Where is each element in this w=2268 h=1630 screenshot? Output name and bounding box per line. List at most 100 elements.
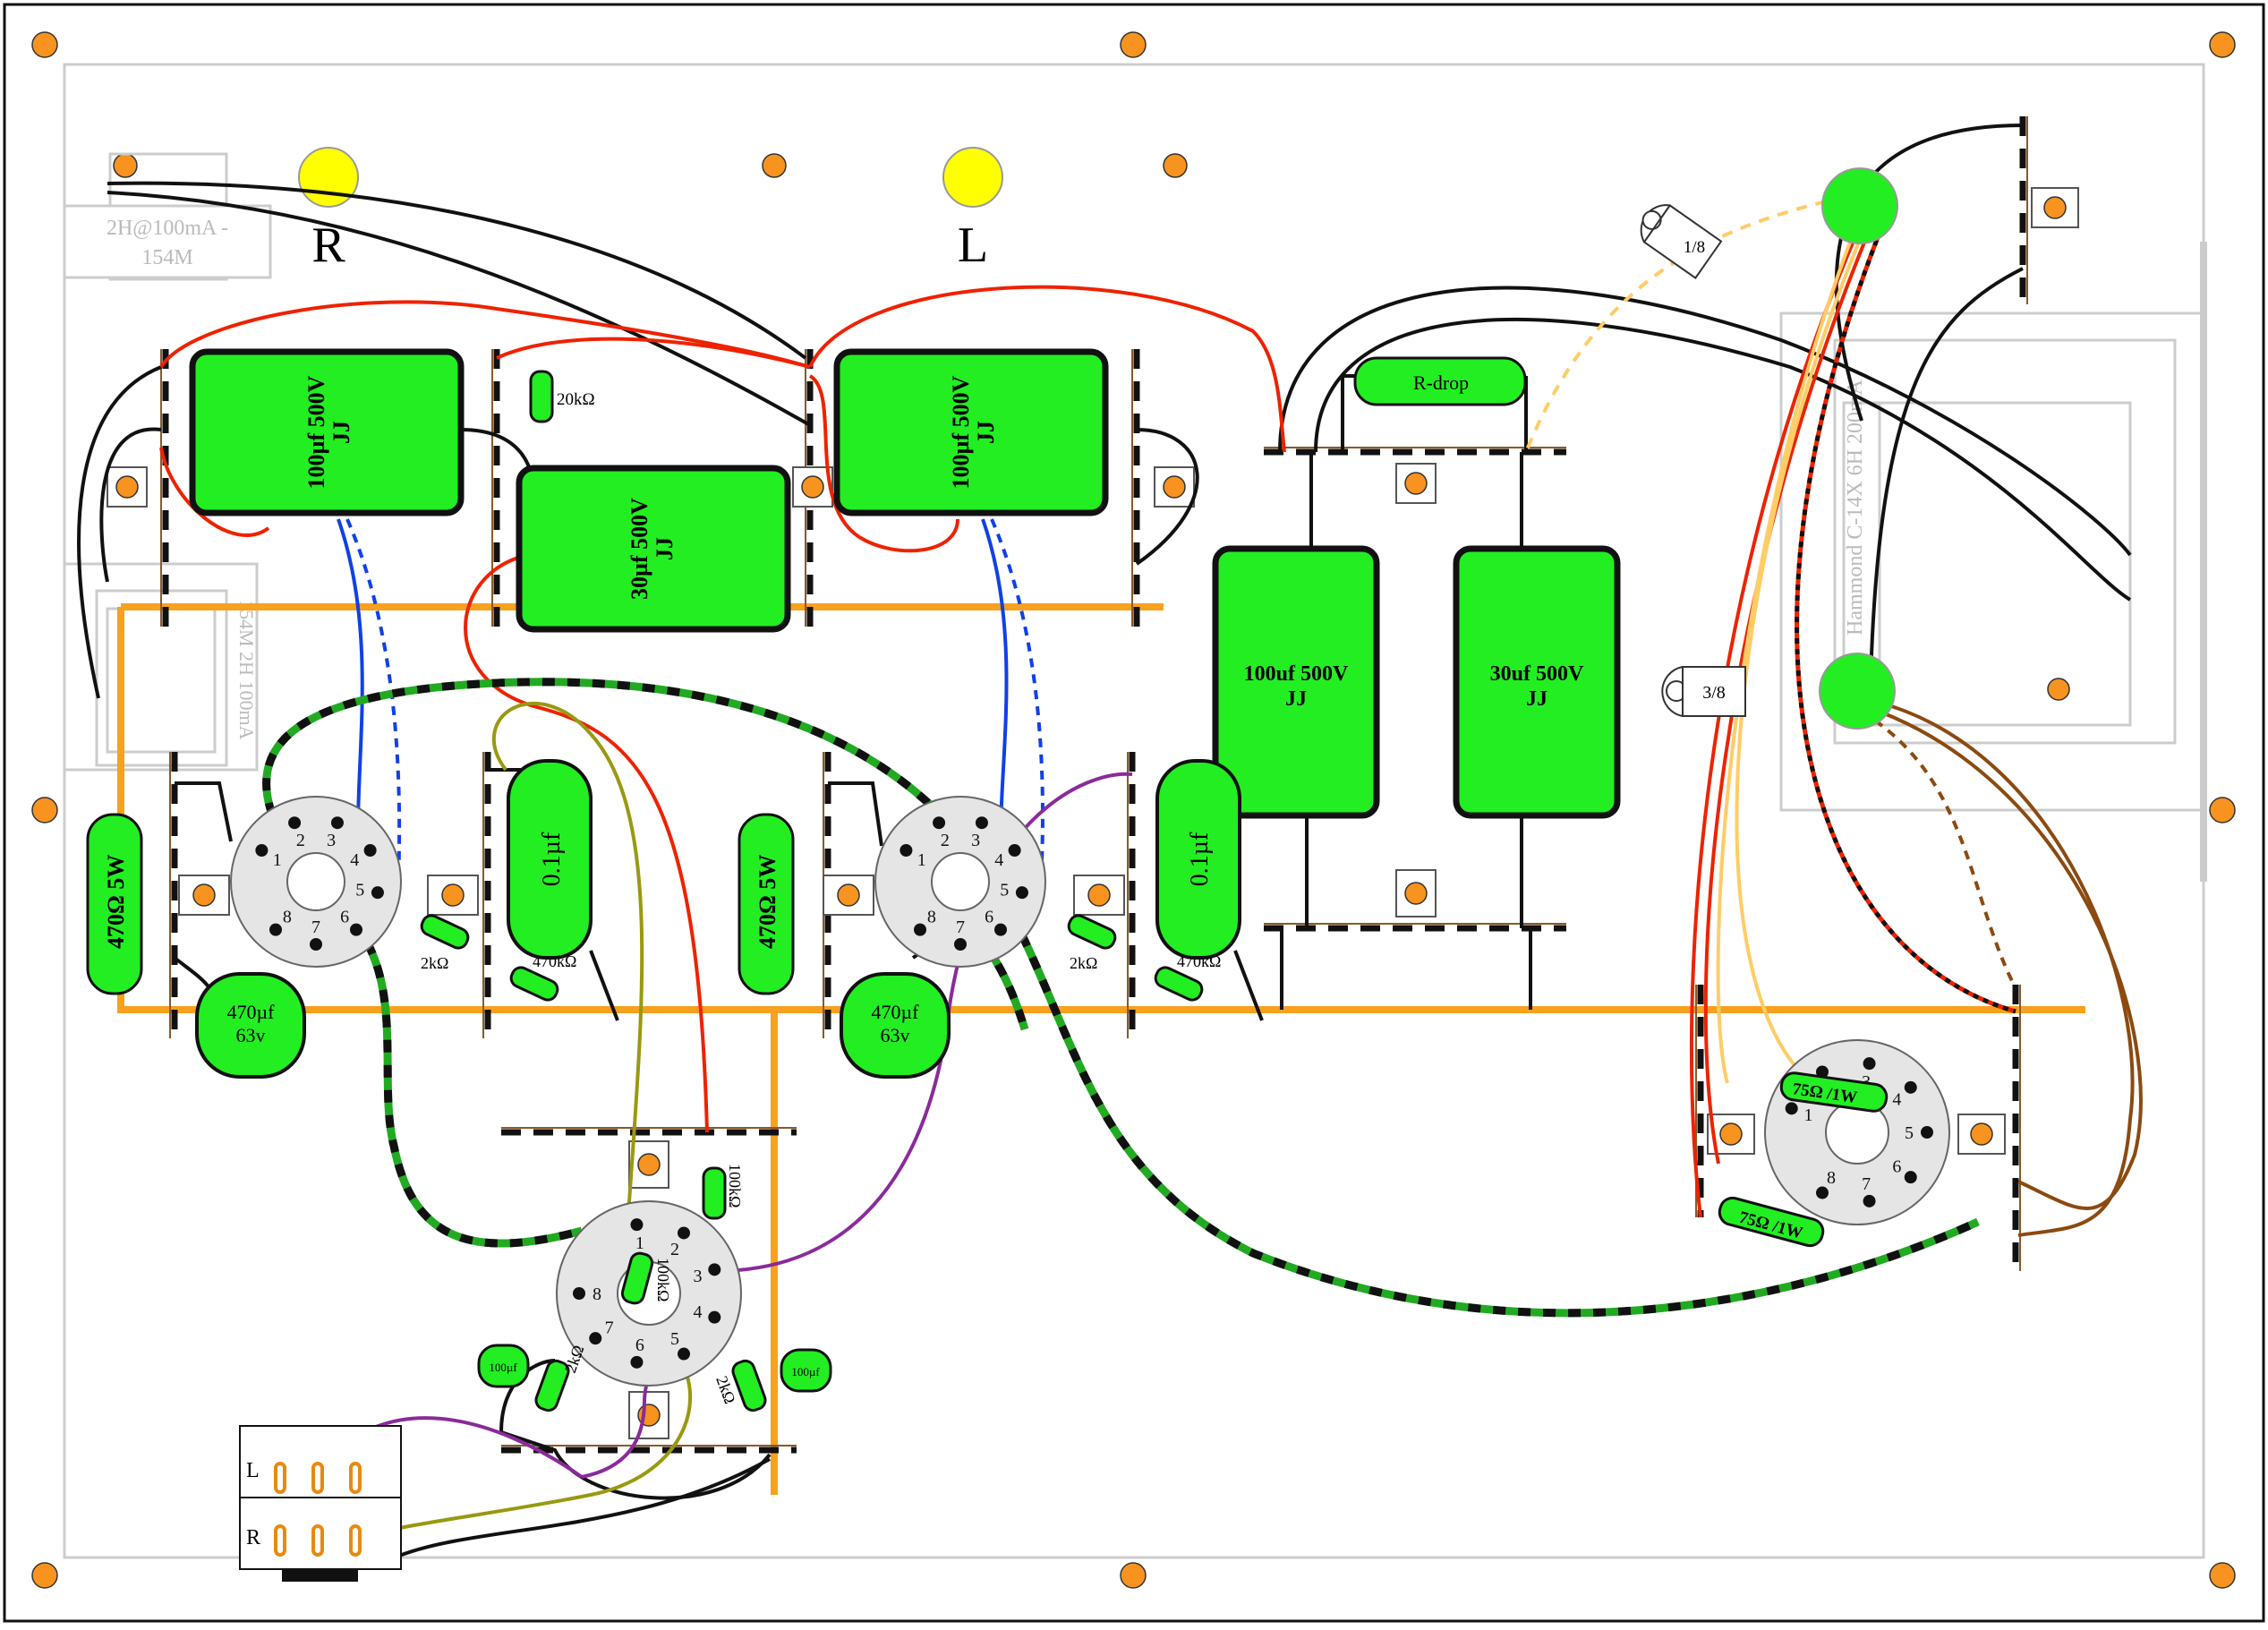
socket-pin-label-right-5: 5 [355,881,364,900]
cap-470uf-left-voltage: 63v [881,1024,910,1046]
capacitors: 100µf 500V JJ 30µf 500V JJ 100µf 500V JJ… [189,348,1621,1393]
cap-coupling-left-label: 0.1µf [1186,832,1214,886]
cap-100uf-small-a-label: 100µf [489,1361,517,1374]
socket-pin-label-driver-7: 7 [605,1318,614,1337]
outer-border [3,3,2265,1623]
resistor-20k-label: 20kΩ [557,390,595,409]
socket-pin-rectifier-5 [1921,1126,1933,1139]
fuse-holder [1819,653,1896,730]
socket-pin-label-driver-1: 1 [635,1233,644,1253]
socket-pin-left-2 [933,816,946,830]
pilot-light-right [298,147,359,208]
cap-coupling-left [1155,759,1241,960]
cap-30uf-center-brand: JJ [652,537,678,560]
strip-mounts [107,187,2079,1439]
socket-pin-right-6 [349,923,362,936]
socket-pin-right-4 [363,844,377,857]
resistor-2k-driver-a-label: 2kΩ [561,1343,588,1375]
socket-pin-label-left-8: 8 [927,907,936,926]
socket-pin-right-8 [269,923,283,936]
channel-label-left: L [958,218,988,273]
grommet-large-label: 3/8 [1702,683,1726,703]
socket-pin-right-3 [330,816,344,830]
choke-top: 2H@100mA - 154M [63,152,272,281]
mount-holes [31,31,2236,1589]
socket-pin-left-4 [1008,844,1021,857]
red-wires [159,201,1881,1218]
grommet-large [1661,666,1746,717]
socket-pin-label-driver-6: 6 [635,1336,644,1355]
socket-pin-driver-7 [589,1332,602,1345]
red-black-wires [1795,209,2016,1014]
socket-pin-label-right-1: 1 [273,850,282,870]
power-transformer-label: Hammond C-14X 6H 200mA [1844,379,1867,636]
cap-100uf-right [189,348,465,516]
socket-pin-left-1 [900,844,913,857]
resistor-100k-plate-label: 100kΩ [726,1164,744,1208]
grommet-small-label: 1/8 [1684,238,1705,257]
cap-100uf-small-b-label: 100µf [791,1365,820,1378]
socket-pin-label-rectifier-7: 7 [1862,1174,1871,1194]
cap-470uf-right [195,972,306,1079]
cap-470uf-left [840,972,951,1079]
resistor-20k [529,370,554,423]
socket-pin-rectifier-3 [1863,1057,1876,1071]
socket-pin-label-driver-2: 2 [670,1240,679,1259]
resistor-470-5w-left [738,813,795,995]
socket-pin-label-left-7: 7 [956,917,965,937]
resistor-2k-left [1067,914,1117,950]
cap-coupling-right [507,759,593,960]
socket-pin-label-left-2: 2 [941,831,950,850]
cap-100uf-left-label: 100µf 500V [948,375,974,489]
resistor-2k-right [420,914,470,950]
socket-pin-label-left-3: 3 [971,831,980,850]
socket-pin-rectifier-2 [1816,1065,1829,1079]
grommet-small [1640,204,1723,279]
socket-pin-label-driver-5: 5 [670,1329,679,1349]
cap-470uf-left-value: 470µf [871,1001,919,1023]
socket-pin-rectifier-7 [1863,1194,1876,1208]
cap-100uf-left [833,348,1109,516]
jack-label-right: R [246,1526,260,1549]
cap-30uf-upright [1453,545,1621,819]
cap-100uf-upright [1212,545,1380,819]
socket-pin-rectifier-4 [1904,1080,1917,1094]
socket-pin-left-3 [975,816,988,830]
socket-pin-right-5 [371,886,384,900]
cap-100uf-right-label: 100µf 500V [303,375,329,489]
socket-pin-label-right-8: 8 [283,907,292,926]
socket-pin-label-driver-4: 4 [694,1302,703,1322]
socket-pin-left-8 [914,923,927,936]
socket-pin-driver-3 [708,1263,721,1276]
cap-30uf-center [516,465,791,633]
socket-pin-label-rectifier-6: 6 [1892,1156,1901,1176]
cap-470uf-right-voltage: 63v [236,1024,266,1046]
cap-470uf-right-value: 470µf [226,1001,275,1023]
socket-pin-left-6 [993,923,1007,936]
cap-30uf-upright-label: 30uf 500V [1490,662,1584,686]
cap-100uf-upright-label: 100uf 500V [1244,662,1349,686]
cap-coupling-right-label: 0.1µf [538,832,566,886]
socket-pin-label-rectifier-8: 8 [1827,1168,1836,1188]
cap-100uf-left-brand: JJ [973,421,999,444]
cap-100uf-small-a [477,1344,530,1388]
jack-label-left: L [246,1459,260,1482]
socket-pin-right-1 [255,844,269,857]
socket-pin-label-right-6: 6 [340,907,349,926]
resistor-470k-right [509,966,559,1002]
resistor-r-drop-label: R-drop [1413,371,1469,394]
socket-pin-label-right-2: 2 [296,831,305,850]
cap-100uf-right-brand: JJ [328,421,354,444]
cap-100uf-small-b [780,1348,832,1393]
socket-pin-label-left-1: 1 [917,850,926,870]
socket-pin-driver-2 [678,1226,690,1240]
resistor-100k-grid [620,1251,654,1305]
resistor-75-a [1779,1071,1889,1113]
socket-pin-label-rectifier-5: 5 [1905,1123,1914,1143]
power-switch [1821,167,1898,244]
resistor-470-5w-right-label: 470Ω 5W [103,855,129,949]
resistor-470-5w-right [86,813,143,995]
pilot-light-left [942,147,1003,208]
